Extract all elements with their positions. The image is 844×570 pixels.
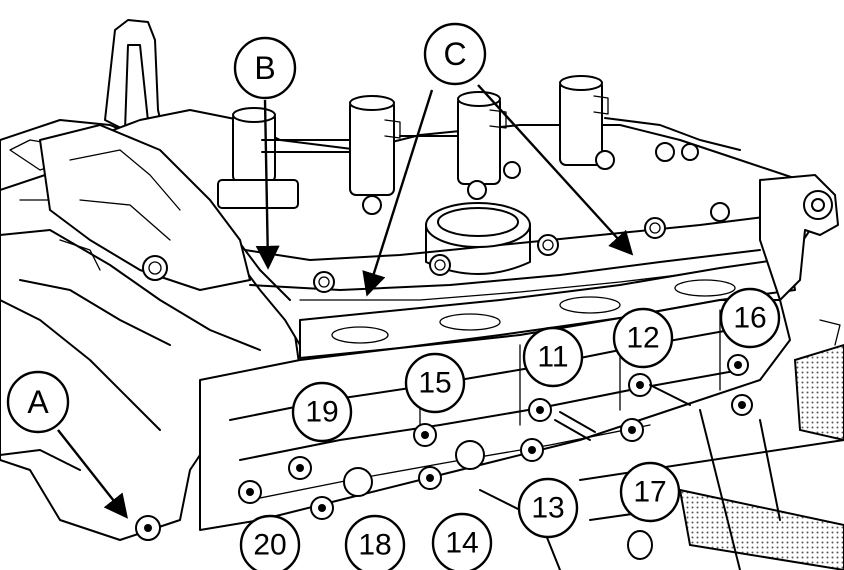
callout-19-label: 19 [305,396,338,429]
callout-12-label: 12 [626,322,659,355]
head-bolts [142,142,730,293]
callout-arrows [57,84,634,519]
callout-19: 19 [291,381,353,443]
callout-16-label: 16 [733,302,766,335]
callout-16: 16 [719,287,781,349]
callout-18-label: 18 [358,529,391,562]
cam-tower-2 [349,95,401,196]
arrow-a [57,429,128,519]
callout-12: 12 [612,307,674,369]
oil-filler-neck [425,202,531,275]
callout-11: 11 [522,326,584,388]
callout-20-label: 20 [253,529,286,562]
callout-c: C [423,22,487,86]
coolant-hose [678,343,844,570]
engine-drawing [0,19,844,570]
arrow-c-right [477,84,634,256]
manifold-nuts [135,354,753,541]
callout-a: A [6,370,70,434]
callout-c-label: C [443,36,466,72]
callout-b: B [233,36,297,100]
callout-15: 15 [404,352,466,414]
right-bracket [759,174,839,301]
callout-20: 20 [239,514,301,570]
cam-tower-4 [559,75,609,166]
callout-18: 18 [344,514,406,570]
callout-13: 13 [517,477,579,539]
callout-13-label: 13 [531,492,564,525]
cam-tower-3 [457,91,507,185]
callout-a-label: A [27,384,49,420]
callout-14: 14 [431,512,493,570]
callout-17: 17 [619,461,681,523]
arrow-b [255,99,280,270]
callout-14-label: 14 [445,527,478,560]
arrow-c-left [362,89,434,297]
callout-11-label: 11 [537,341,568,374]
callout-15-label: 15 [418,367,451,400]
callout-17-label: 17 [633,476,666,509]
callout-b-label: B [254,50,275,86]
